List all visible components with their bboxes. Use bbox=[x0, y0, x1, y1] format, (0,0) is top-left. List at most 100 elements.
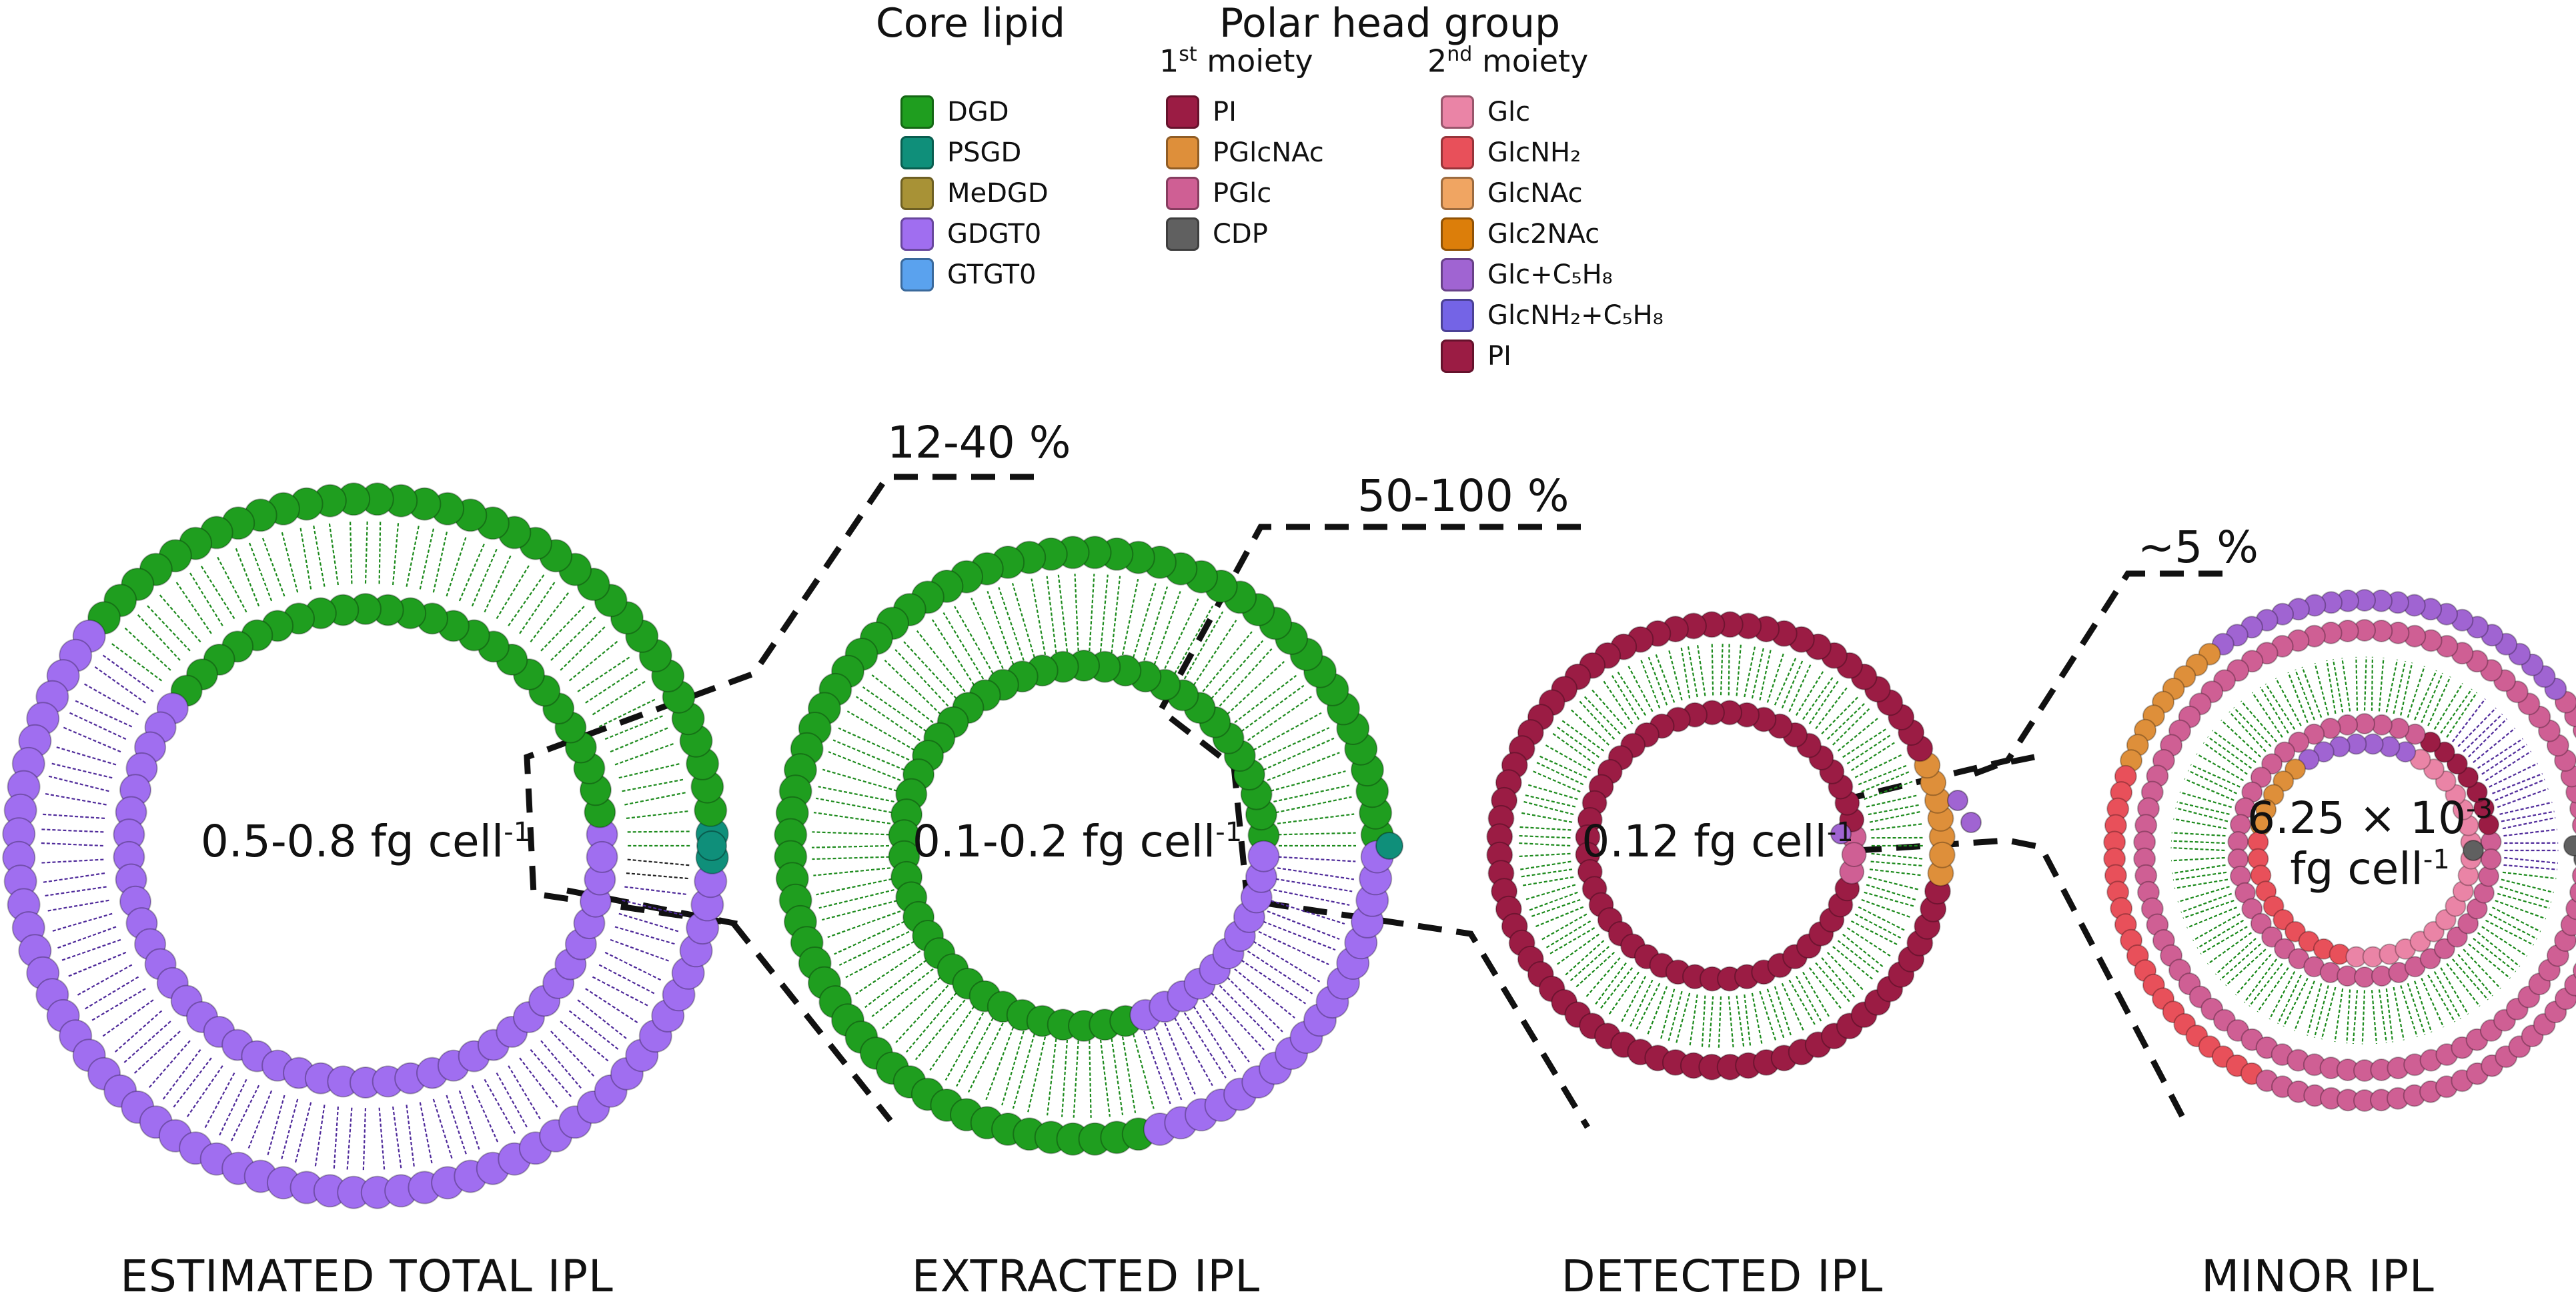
lipid-tail bbox=[2363, 991, 2365, 1045]
lipid-tail bbox=[176, 582, 211, 634]
lipid-tail bbox=[1855, 754, 1902, 777]
lipid-tail bbox=[2315, 986, 2329, 1038]
lipid-tail bbox=[605, 952, 661, 981]
lipid-tail bbox=[599, 965, 654, 994]
lipid-tail bbox=[1843, 728, 1887, 757]
lipid-tail bbox=[201, 566, 235, 618]
lipid-tail bbox=[472, 549, 497, 606]
lipid-tail bbox=[1519, 827, 1571, 830]
lipid-tail bbox=[1013, 1034, 1035, 1109]
lipid-tail bbox=[45, 887, 107, 896]
lipid-tail bbox=[1682, 647, 1690, 698]
lipid-tail bbox=[1864, 892, 1915, 906]
lipid-tail bbox=[1144, 1031, 1170, 1104]
amount-label-total: 0.5-0.8 fg cell-1 bbox=[201, 816, 530, 867]
lipid-tail bbox=[2394, 987, 2404, 1040]
lipid-tail bbox=[560, 626, 605, 670]
lipid-tail bbox=[407, 1105, 414, 1167]
lipid-tail bbox=[1165, 599, 1198, 669]
lipid-tail bbox=[1259, 932, 1329, 964]
lipid-tail bbox=[497, 1073, 528, 1128]
lipid-tail bbox=[1032, 579, 1046, 655]
lipid-tail bbox=[1702, 996, 1706, 1048]
lipid-tail bbox=[1768, 989, 1784, 1039]
lipid-tail bbox=[281, 1099, 297, 1159]
lipid-tail bbox=[2174, 819, 2227, 829]
amount-value: 0.1-0.2 fg cell bbox=[912, 816, 1215, 867]
lipid-tail bbox=[2401, 986, 2417, 1037]
lipid-tail bbox=[971, 598, 1003, 669]
lipid-tail bbox=[969, 1023, 1003, 1093]
lipid-tail bbox=[2421, 979, 2443, 1028]
lipid-head bbox=[1249, 841, 1279, 872]
lipid-head bbox=[697, 831, 726, 860]
lipid-tail bbox=[190, 573, 223, 626]
lipid-tail bbox=[173, 1058, 211, 1107]
lipid-tail bbox=[1525, 795, 1575, 807]
lipid-tail bbox=[541, 606, 584, 651]
lipid-tail bbox=[593, 977, 648, 1006]
lipid-tail bbox=[2220, 944, 2261, 980]
amount-exponent: -1 bbox=[504, 817, 530, 848]
lipid-tail bbox=[1782, 983, 1804, 1031]
lipid-tail bbox=[249, 1091, 272, 1149]
lipid-tail bbox=[1688, 646, 1698, 697]
lipid-tail bbox=[1871, 862, 1923, 866]
lipid-tail bbox=[508, 1066, 540, 1119]
lipid-tail bbox=[124, 1021, 171, 1063]
lipid-tail bbox=[187, 1066, 223, 1117]
lipid-tail bbox=[520, 582, 555, 634]
amount-value: 6.25 × 10 bbox=[2247, 792, 2466, 844]
lipid-tail bbox=[1858, 765, 1907, 784]
lipid-tail bbox=[586, 989, 638, 1023]
lipid-tail bbox=[622, 780, 684, 792]
lipid-tail bbox=[1271, 900, 1345, 924]
lipid-tail bbox=[1648, 656, 1667, 705]
lipid-tail bbox=[2478, 932, 2520, 966]
lipid-tail bbox=[1669, 650, 1682, 700]
lipid-tail bbox=[1047, 1039, 1056, 1115]
lipid-tail bbox=[1744, 646, 1755, 697]
lipid-tail bbox=[530, 592, 568, 642]
lipid-tail bbox=[43, 814, 105, 818]
lipid-tail bbox=[2501, 880, 2554, 892]
lipid-tail bbox=[149, 1041, 190, 1088]
lipid-tail bbox=[1870, 869, 1922, 875]
lipid-tail bbox=[301, 528, 311, 589]
lipid-tail bbox=[49, 776, 109, 792]
lipid-tail bbox=[134, 1031, 180, 1074]
lipid-tail bbox=[2504, 858, 2558, 863]
lipid-tail bbox=[1535, 907, 1583, 927]
lipid-tail bbox=[846, 942, 914, 978]
lipid-tail bbox=[895, 650, 948, 706]
lipid-tail bbox=[2489, 764, 2538, 787]
lipid-tail bbox=[460, 544, 484, 601]
lipid-head bbox=[587, 842, 618, 872]
lipid-tail bbox=[1600, 968, 1632, 1009]
lipid-tail bbox=[812, 832, 890, 834]
lipid-tail bbox=[205, 1073, 234, 1129]
lipid-tail bbox=[334, 1107, 338, 1169]
panel-label-detected: DETECTED IPL bbox=[1561, 1251, 1883, 1302]
lipid-tail bbox=[1074, 1041, 1079, 1118]
lipid-tail bbox=[593, 681, 646, 714]
lipid-tail bbox=[863, 687, 926, 731]
lipid-tail bbox=[1531, 900, 1580, 916]
lipid-tail bbox=[2303, 667, 2322, 718]
lipid-tail bbox=[610, 940, 669, 961]
lipid-tail bbox=[1622, 976, 1646, 1023]
lipid-tail bbox=[125, 628, 171, 670]
lipid-tail bbox=[57, 927, 116, 948]
lipid-tail bbox=[626, 873, 688, 878]
lipid-tail bbox=[2171, 848, 2225, 850]
lipid-tail bbox=[1737, 996, 1744, 1048]
lipid-tail bbox=[560, 1021, 608, 1061]
lipid-tail bbox=[1676, 993, 1690, 1044]
lipid-head bbox=[1948, 790, 1968, 810]
lipid-tail bbox=[2401, 663, 2412, 716]
lipid-tail bbox=[2172, 832, 2226, 836]
lipid-tail bbox=[249, 542, 271, 601]
lipid-tail bbox=[472, 1085, 498, 1142]
lipid-tail bbox=[1862, 900, 1911, 917]
